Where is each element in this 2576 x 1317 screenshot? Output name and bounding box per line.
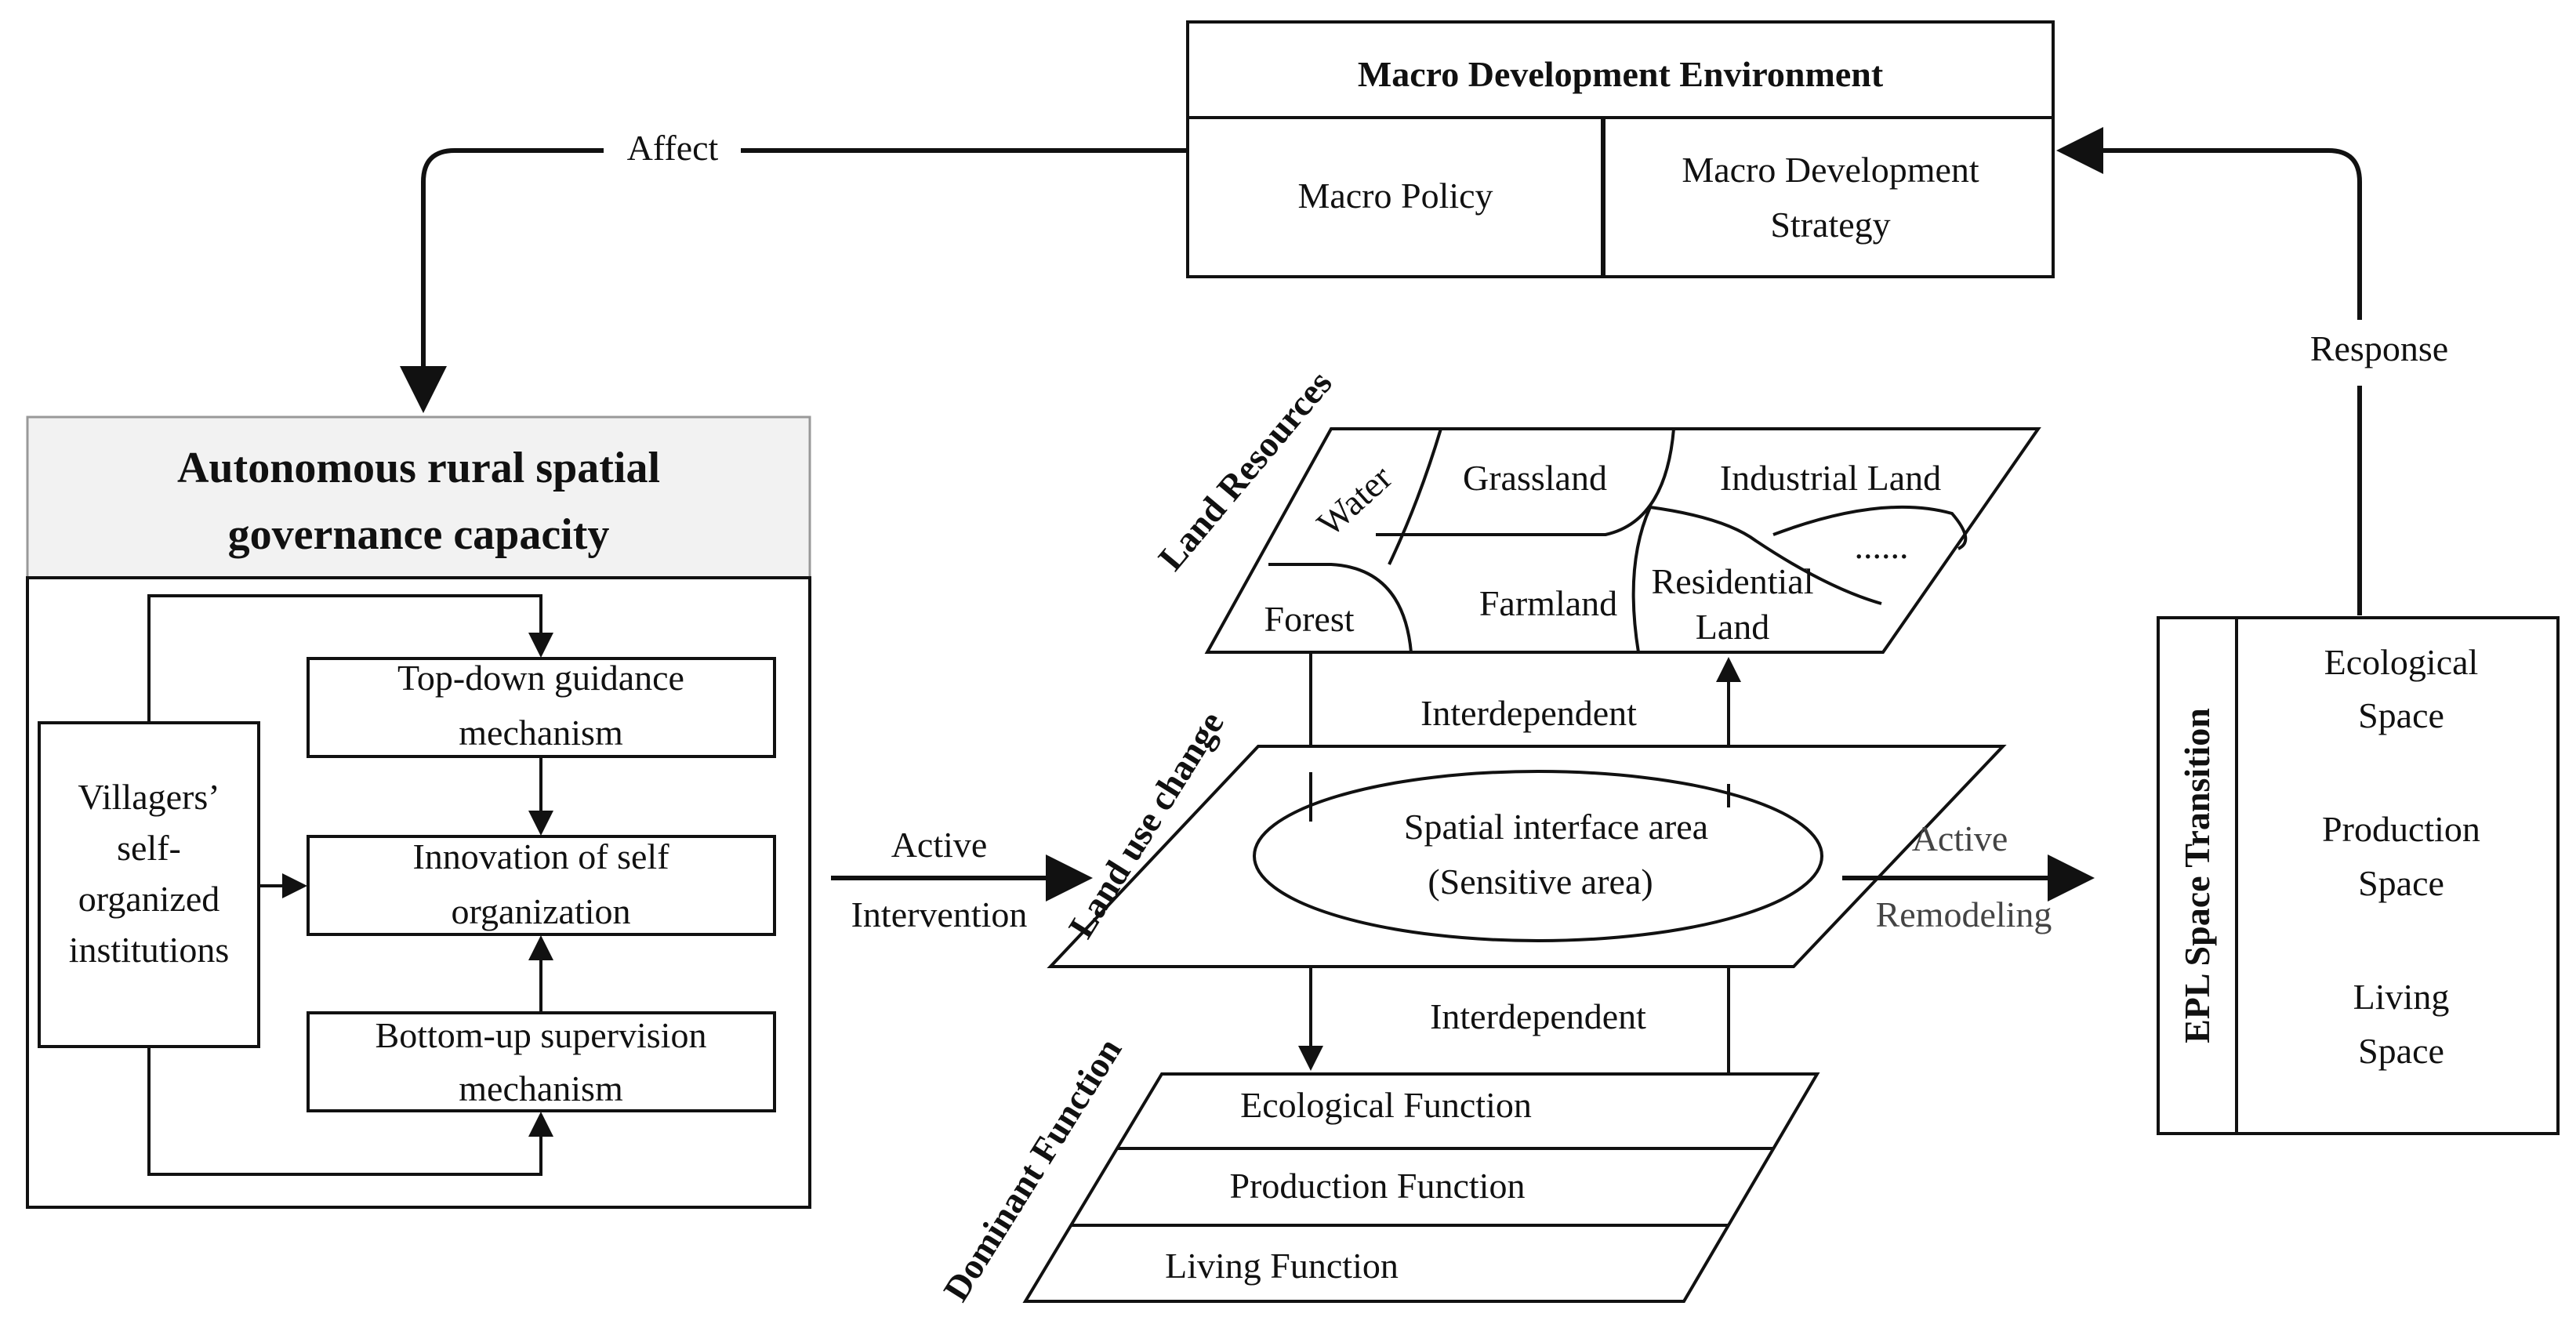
production-function-label: Production Function: [1230, 1166, 1526, 1206]
active-remodeling-1: Active: [1912, 818, 2008, 858]
autonomous-title-2: governance capacity: [228, 510, 610, 559]
macro-policy-label: Macro Policy: [1297, 176, 1493, 216]
living-function-label: Living Function: [1165, 1246, 1399, 1286]
interface-line-1: Spatial interface area: [1404, 807, 1708, 847]
forest-label: Forest: [1264, 599, 1355, 639]
villagers-line-1: Villagers’: [78, 777, 220, 817]
ecological-function-label: Ecological Function: [1240, 1085, 1532, 1125]
affect-label: Affect: [627, 128, 719, 168]
interdependent-bottom: Interdependent: [1298, 967, 1730, 1074]
industrial-land-label: Industrial Land: [1720, 458, 1941, 498]
top-down-line-1: Top-down guidance: [397, 658, 684, 698]
villagers-box: [38, 721, 260, 1048]
active-intervention-arrow: Active Intervention: [831, 825, 1093, 934]
macro-environment-box: Macro Development Environment Macro Poli…: [1186, 20, 2055, 278]
affect-arrow: Affect: [423, 128, 1188, 404]
active-intervention-1: Active: [891, 825, 988, 865]
residential-label-1: Residential: [1652, 561, 1814, 601]
active-remodeling-arrow: Active Remodeling: [1842, 818, 2095, 934]
top-down-box: [307, 657, 776, 758]
macro-strategy-label-1: Macro Development: [1682, 150, 1979, 190]
bottom-up-line-2: mechanism: [459, 1068, 623, 1108]
active-remodeling-2: Remodeling: [1876, 894, 2052, 934]
epl-ecological-1: Ecological: [2324, 642, 2479, 682]
bottom-up-line-1: Bottom-up supervision: [376, 1015, 707, 1055]
interdependent-bottom-label: Interdependent: [1430, 996, 1646, 1036]
macro-title: Macro Development Environment: [1358, 54, 1884, 94]
dominant-function-layer: Ecological Function Production Function …: [935, 1031, 1820, 1308]
epl-title: EPL Space Transition: [2177, 708, 2217, 1043]
villagers-line-4: institutions: [69, 930, 229, 970]
innovation-line-1: Innovation of self: [412, 836, 669, 876]
epl-living-2: Space: [2358, 1031, 2444, 1071]
innovation-box: [307, 835, 776, 936]
dots-label: ......: [1855, 526, 1909, 566]
top-down-line-2: mechanism: [459, 713, 623, 753]
residential-label-2: Land: [1696, 607, 1770, 647]
farmland-label: Farmland: [1479, 583, 1617, 623]
villagers-line-3: organized: [78, 879, 220, 919]
response-label: Response: [2310, 328, 2448, 368]
interface-line-2: (Sensitive area): [1428, 862, 1653, 902]
land-use-layer: Spatial interface area (Sensitive area) …: [1047, 704, 2007, 968]
active-intervention-2: Intervention: [851, 894, 1028, 934]
villagers-line-2: self-: [117, 828, 181, 868]
epl-ecological-2: Space: [2358, 695, 2444, 735]
autonomous-capacity-box: Autonomous rural spatial governance capa…: [26, 415, 811, 1209]
macro-strategy-label-2: Strategy: [1770, 205, 1890, 245]
land-resources-layer: Water Grassland Industrial Land Forest F…: [1150, 363, 2041, 654]
epl-space-transition-box: EPL Space Transition Ecological Space Pr…: [2157, 616, 2560, 1135]
response-arrow: Response: [2066, 151, 2448, 615]
innovation-line-2: organization: [451, 891, 630, 931]
epl-living-1: Living: [2353, 977, 2450, 1017]
interdependent-top-label: Interdependent: [1420, 693, 1637, 733]
epl-production-1: Production: [2322, 809, 2480, 849]
grassland-label: Grassland: [1463, 458, 1607, 498]
epl-production-2: Space: [2358, 863, 2444, 903]
autonomous-title-1: Autonomous rural spatial: [177, 444, 660, 492]
